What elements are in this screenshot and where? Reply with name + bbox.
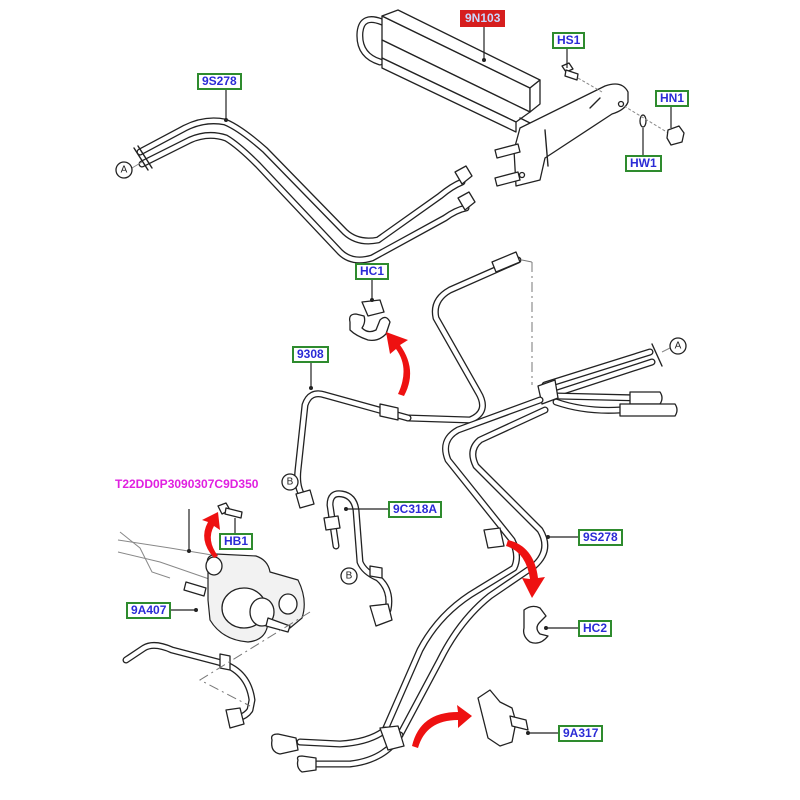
clip-hc2 [522,605,549,644]
arrow-hc2 [506,540,545,598]
label-hn1[interactable]: HN1 [655,90,690,107]
callout-a-left: A [115,161,143,179]
label-reference-code: T22DD0P3090307C9D350 [115,477,259,491]
label-9n103[interactable]: 9N103 [460,10,506,27]
label-hs1[interactable]: HS1 [552,32,586,49]
label-9a317[interactable]: 9A317 [558,725,604,742]
label-9a407[interactable]: 9A407 [126,602,172,619]
callout-b-lower: B [340,567,358,585]
arrow-hc1 [386,332,411,396]
upper-tube-assembly [133,117,476,264]
callout-b-upper-text: B [287,477,294,488]
callout-b-lower-text: B [346,571,353,582]
arrow-hb1 [202,512,220,558]
cooler-bracket [494,83,629,187]
callout-a-left-text: A [121,165,128,176]
tube-clip [483,527,505,549]
label-hc1[interactable]: HC1 [355,263,390,280]
label-hw1[interactable]: HW1 [625,155,662,172]
bolt-hb1 [217,502,243,519]
bolt-hs1 [561,62,603,93]
nut-hn1 [666,125,685,146]
pump-9a407 [117,531,305,643]
label-9c318a[interactable]: 9C318A [388,501,443,518]
hose-9c318a [323,490,393,627]
label-hb1[interactable]: HB1 [219,533,254,550]
label-9s278-upper[interactable]: 9S278 [197,73,242,90]
callout-b-upper: B [281,473,299,491]
bracket-9a317 [477,689,529,747]
oil-cooler [356,9,541,133]
washer-hw1 [639,114,647,128]
pump-feed-tube [122,641,256,729]
callout-a-right-text: A [675,341,682,352]
label-hc2[interactable]: HC2 [578,620,613,637]
label-9308[interactable]: 9308 [292,346,329,363]
arrow-9a317 [412,705,472,748]
label-9s278-lower[interactable]: 9S278 [578,529,623,546]
middle-tube-assembly [294,251,678,739]
clip-hc1 [348,299,391,342]
lower-tube-ends [270,725,405,773]
callout-a-right: A [661,337,687,355]
